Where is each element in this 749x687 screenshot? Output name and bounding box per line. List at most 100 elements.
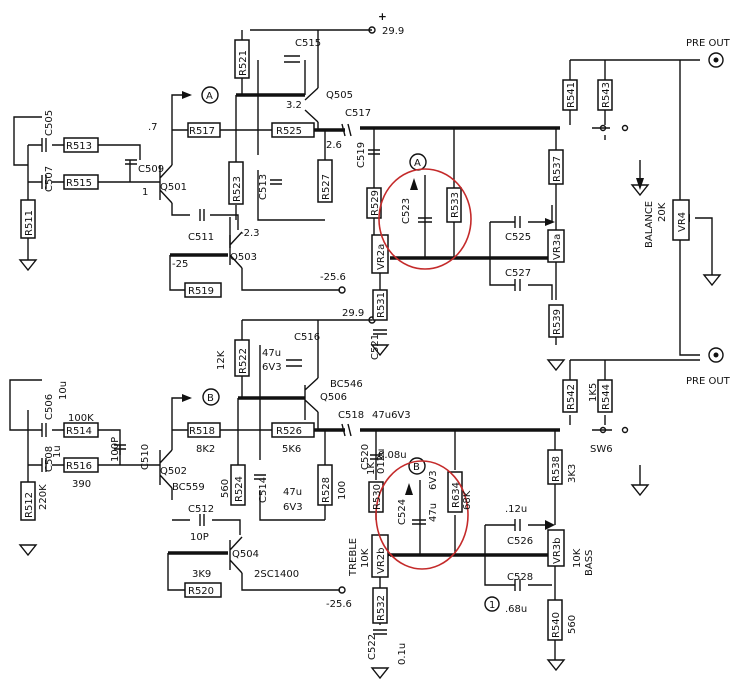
val-5k6: 5K6 bbox=[282, 444, 301, 455]
r539-label: R539 bbox=[552, 309, 563, 335]
val-68k: 68K bbox=[462, 490, 473, 510]
r530-label: R530 bbox=[372, 484, 383, 510]
c512-label: C512 bbox=[188, 504, 214, 515]
val-560b: 560 bbox=[567, 615, 578, 634]
r514-label: R514 bbox=[66, 426, 92, 437]
r520-label: R520 bbox=[188, 586, 214, 597]
marker-b-1: B bbox=[207, 393, 214, 404]
r540-label: R540 bbox=[551, 612, 562, 638]
marker-b-2: B bbox=[413, 462, 420, 473]
marker-a-2: A bbox=[414, 158, 421, 169]
balance-label: BALANCE bbox=[644, 201, 655, 248]
r527-label: R527 bbox=[321, 174, 332, 200]
r528-label: R528 bbox=[321, 477, 332, 503]
c525-label: C525 bbox=[505, 232, 531, 243]
node-23: -2.3 bbox=[240, 228, 260, 239]
val-100k: 100K bbox=[68, 413, 94, 424]
bc559-label: BC559 bbox=[172, 482, 205, 493]
val-1u: 1u bbox=[52, 445, 63, 458]
supply-top: 29.9 bbox=[382, 26, 404, 37]
c516-label: C516 bbox=[294, 332, 320, 343]
vr2b-label: VR2b bbox=[376, 548, 387, 575]
r543-label: R543 bbox=[601, 82, 612, 108]
node-minus25: -25 bbox=[172, 259, 188, 270]
balance-value: 20K bbox=[657, 202, 668, 222]
c506-label: C506 bbox=[44, 394, 55, 420]
c510-label: C510 bbox=[140, 444, 151, 470]
r517-label: R517 bbox=[189, 126, 215, 137]
r525-label: R525 bbox=[276, 126, 302, 137]
supply-neg-bottom: -25.6 bbox=[326, 599, 352, 610]
node-1: 1 bbox=[142, 187, 148, 198]
q502-label: Q502 bbox=[160, 466, 187, 477]
lower-channel-wiring bbox=[9, 319, 700, 660]
bc546-label: BC546 bbox=[330, 379, 363, 390]
c526-label: C526 bbox=[507, 536, 533, 547]
r534-label: R634 bbox=[451, 482, 462, 508]
r542-label: R542 bbox=[566, 384, 577, 410]
marker-one: 1 bbox=[489, 600, 495, 611]
vr3b-label: VR3b bbox=[552, 538, 563, 565]
r523-label: R523 bbox=[232, 176, 243, 202]
vr2a-label: VR2a bbox=[376, 244, 387, 270]
val-12u: .12u bbox=[505, 504, 527, 515]
c521-label: C521 bbox=[370, 334, 381, 360]
c1400-label: 2SC1400 bbox=[254, 569, 299, 580]
resistor-bodies bbox=[20, 39, 690, 641]
c519-label: C519 bbox=[356, 142, 367, 168]
r511-label: R511 bbox=[24, 210, 35, 236]
c513-label: C513 bbox=[258, 174, 269, 200]
r512-label: R512 bbox=[24, 492, 35, 518]
val-1k5: 1K5 bbox=[588, 383, 599, 402]
val-8k2: 8K2 bbox=[196, 444, 215, 455]
val-6v3-c: 6V3 bbox=[428, 470, 439, 490]
highlight-circle-upper bbox=[378, 168, 472, 270]
val-10u: 10u bbox=[58, 381, 69, 400]
r538-label: R538 bbox=[551, 456, 562, 482]
val-008u: 0.08u bbox=[378, 450, 407, 461]
r541-label: R541 bbox=[566, 82, 577, 108]
c523-label: C523 bbox=[401, 198, 412, 224]
r515-label: R515 bbox=[66, 178, 92, 189]
r519-label: R519 bbox=[188, 286, 214, 297]
r524-label: R524 bbox=[234, 476, 245, 502]
val-10p: 10P bbox=[190, 532, 209, 543]
q504-label: Q504 bbox=[232, 549, 259, 560]
r518-label: R518 bbox=[189, 426, 215, 437]
q506-label: Q506 bbox=[320, 392, 347, 403]
val-220k: 220K bbox=[38, 484, 49, 510]
vr4-label: VR4 bbox=[677, 212, 688, 232]
c522-label: C522 bbox=[367, 634, 378, 660]
labels: + 29.9 29.9 -25.6 -25.6 -25 PRE OUT PRE … bbox=[24, 11, 731, 665]
r537-label: R537 bbox=[552, 156, 563, 182]
val-560: 560 bbox=[220, 479, 231, 498]
val-3k9: 3K9 bbox=[192, 569, 211, 580]
val-47u-b: 47u bbox=[283, 487, 302, 498]
val-3k3: 3K3 bbox=[567, 464, 578, 483]
ground-symbols bbox=[18, 184, 722, 680]
capacitor-plates bbox=[41, 55, 521, 635]
c527-label: C527 bbox=[505, 268, 531, 279]
r531-label: R531 bbox=[376, 292, 387, 318]
marker-a-1: A bbox=[206, 91, 213, 102]
val-100p: 100P bbox=[110, 437, 121, 462]
val-390: 390 bbox=[72, 479, 91, 490]
q501-label: Q501 bbox=[160, 182, 187, 193]
r529-label: R529 bbox=[370, 190, 381, 216]
val-47u-a: 47u bbox=[262, 348, 281, 359]
terminals bbox=[338, 26, 724, 594]
c517-label: C517 bbox=[345, 108, 371, 119]
bass-value: 10K bbox=[572, 548, 583, 568]
c518-label: C518 bbox=[338, 410, 364, 421]
vr3a-label: VR3a bbox=[552, 234, 563, 260]
supply-plus: + bbox=[378, 11, 387, 23]
val-12k: 12K bbox=[216, 350, 227, 370]
upper-channel-wiring bbox=[13, 29, 713, 356]
c520-label: C520 bbox=[360, 444, 371, 470]
c505-label: C505 bbox=[44, 110, 55, 136]
val-100: 100 bbox=[337, 481, 348, 500]
val-68u: .68u bbox=[505, 604, 527, 615]
treble-label: TREBLE bbox=[348, 538, 359, 577]
highlight-circle-lower bbox=[375, 460, 469, 570]
r533-label: R533 bbox=[450, 192, 461, 218]
